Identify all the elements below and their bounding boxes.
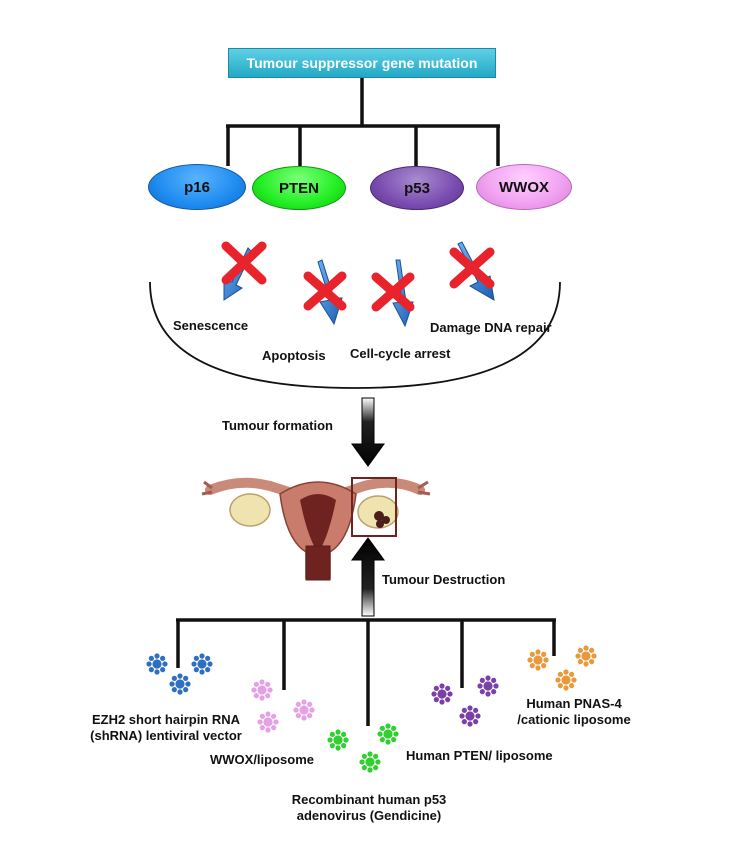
gene-p53: p53 (370, 166, 464, 210)
pten-particles (431, 675, 499, 727)
nanoparticle-icon (293, 699, 315, 721)
process-bracket (149, 281, 561, 389)
nanoparticle-icon (251, 679, 273, 701)
tumour-highlight-box (351, 477, 397, 537)
tumour-destruction-arrow (351, 537, 385, 617)
therapy-ezh2-shrna: EZH2 short hairpin RNA (shRNA) lentivira… (90, 712, 242, 744)
gene-p16: p16 (148, 164, 246, 210)
nanoparticle-clusters (146, 645, 597, 773)
header-title: Tumour suppressor gene mutation (246, 55, 478, 71)
nanoparticle-icon (257, 711, 279, 733)
tumour-formation-label: Tumour formation (222, 418, 333, 433)
nanoparticle-icon (146, 653, 168, 675)
red-cross-icon (303, 271, 347, 311)
blocked-arrow-apoptosis (303, 259, 347, 326)
therapy-pnas4-liposome: Human PNAS-4 /cationic liposome (517, 696, 630, 728)
gene-wwox: WWOX (476, 164, 572, 210)
therapy-pnas-line2: /cationic liposome (517, 712, 631, 727)
process-apoptosis: Apoptosis (262, 348, 326, 363)
ezh2-particles (146, 653, 213, 695)
blocked-pathway-arrows (221, 241, 495, 328)
therapy-pten-liposome: Human PTEN/ liposome (406, 748, 553, 763)
gene-tree-connectors (226, 78, 500, 166)
process-dna-repair: Damage DNA repair (430, 320, 552, 335)
nanoparticle-icon (527, 649, 549, 671)
therapy-p53-line2: adenovirus (Gendicine) (296, 808, 442, 823)
red-cross-icon (221, 241, 267, 285)
red-cross-icon (449, 247, 495, 289)
gene-label: WWOX (499, 178, 549, 196)
nanoparticle-icon (431, 683, 453, 705)
gene-label: p16 (184, 178, 210, 196)
therapy-p53-gendicine: Recombinant human p53 adenovirus (Gendic… (292, 792, 447, 824)
process-senescence: Senescence (173, 318, 249, 333)
uterus-illustration (201, 477, 431, 581)
blocked-arrow-dna-repair (449, 241, 495, 301)
nanoparticle-icon (327, 729, 349, 751)
tumour-formation-arrow (351, 397, 385, 467)
blocked-arrow-senescence (221, 241, 267, 301)
therapy-ezh2-line1: EZH2 short hairpin RNA (91, 712, 241, 727)
p53-particles (327, 723, 399, 773)
pnas-particles (527, 645, 597, 691)
nanoparticle-icon (575, 645, 597, 667)
nanoparticle-icon (191, 653, 213, 675)
process-cell-cycle-arrest: Cell-cycle arrest (350, 346, 451, 361)
nanoparticle-icon (359, 751, 381, 773)
wwox-particles (251, 679, 315, 733)
therapy-wwox-liposome: WWOX/liposome (210, 752, 314, 767)
blocked-arrow-cell-cycle (371, 259, 415, 328)
nanoparticle-icon (459, 705, 481, 727)
nanoparticle-icon (377, 723, 399, 745)
therapy-tree-connectors (176, 618, 556, 726)
gene-label: PTEN (278, 179, 319, 197)
nanoparticle-icon (477, 675, 499, 697)
therapy-ezh2-line2: (shRNA) lentiviral vector (90, 728, 242, 743)
nanoparticle-icon (555, 669, 577, 691)
red-cross-icon (371, 272, 415, 312)
gene-pten: PTEN (252, 166, 346, 210)
gene-label: p53 (404, 179, 430, 197)
therapy-p53-line1: Recombinant human p53 (291, 792, 447, 807)
tumour-mass (374, 511, 390, 528)
nanoparticle-icon (169, 673, 191, 695)
therapy-pnas-line1: Human PNAS-4 (526, 696, 622, 711)
tumour-destruction-label: Tumour Destruction (382, 572, 506, 587)
tumour-suppressor-mutation-box: Tumour suppressor gene mutation (228, 48, 496, 78)
